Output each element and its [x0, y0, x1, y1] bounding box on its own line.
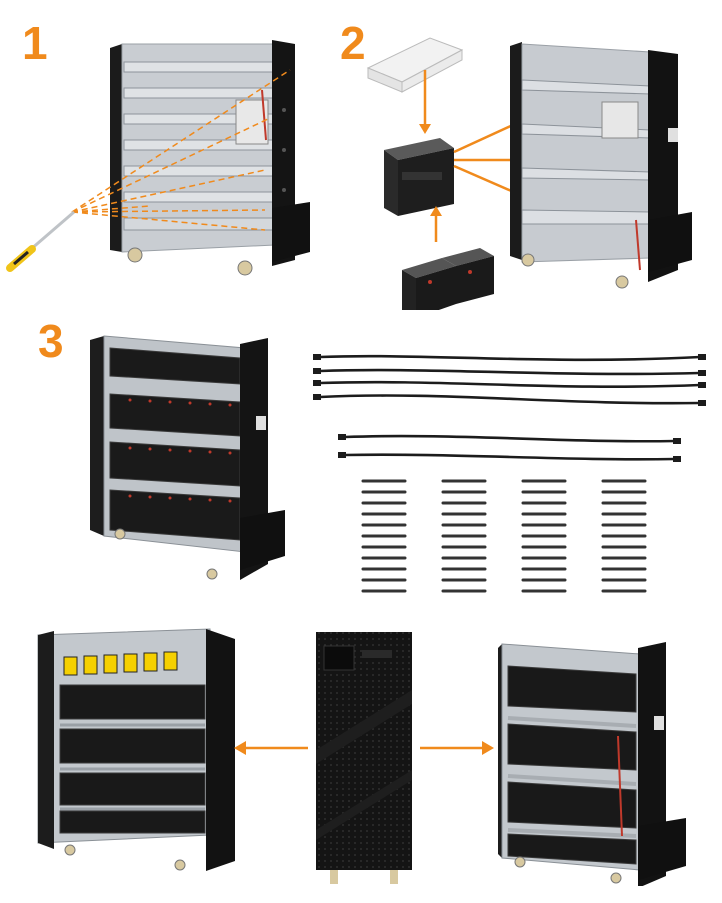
screw-guide-lines — [71, 69, 291, 231]
cable-set — [313, 354, 706, 593]
battery-tray — [366, 37, 464, 93]
battery-icon — [402, 248, 494, 310]
empty-rack-step2 — [510, 42, 692, 289]
arrow-icon — [419, 70, 431, 134]
step-number-1: 1 — [22, 17, 48, 69]
step1-empty-rack-scene — [6, 40, 310, 276]
step2-battery-loading-scene — [366, 37, 692, 310]
ups-cabinet — [316, 632, 412, 884]
filled-battery-rack — [90, 335, 285, 580]
jumper-cables — [361, 479, 647, 593]
cable-icon — [318, 354, 702, 461]
assembled-rack-right — [498, 642, 686, 886]
battery-pack — [384, 138, 454, 216]
screwdriver-icon — [6, 210, 75, 272]
empty-rack — [110, 40, 310, 276]
arrow-icon-right — [420, 741, 494, 755]
step3-filled-rack-scene — [90, 335, 285, 580]
step-number-2: 2 — [340, 17, 366, 69]
arrow-icon-left — [234, 741, 308, 755]
arrow-icon-up — [430, 206, 442, 242]
step-number-3: 3 — [38, 315, 64, 367]
assembled-rack-left — [37, 628, 235, 871]
